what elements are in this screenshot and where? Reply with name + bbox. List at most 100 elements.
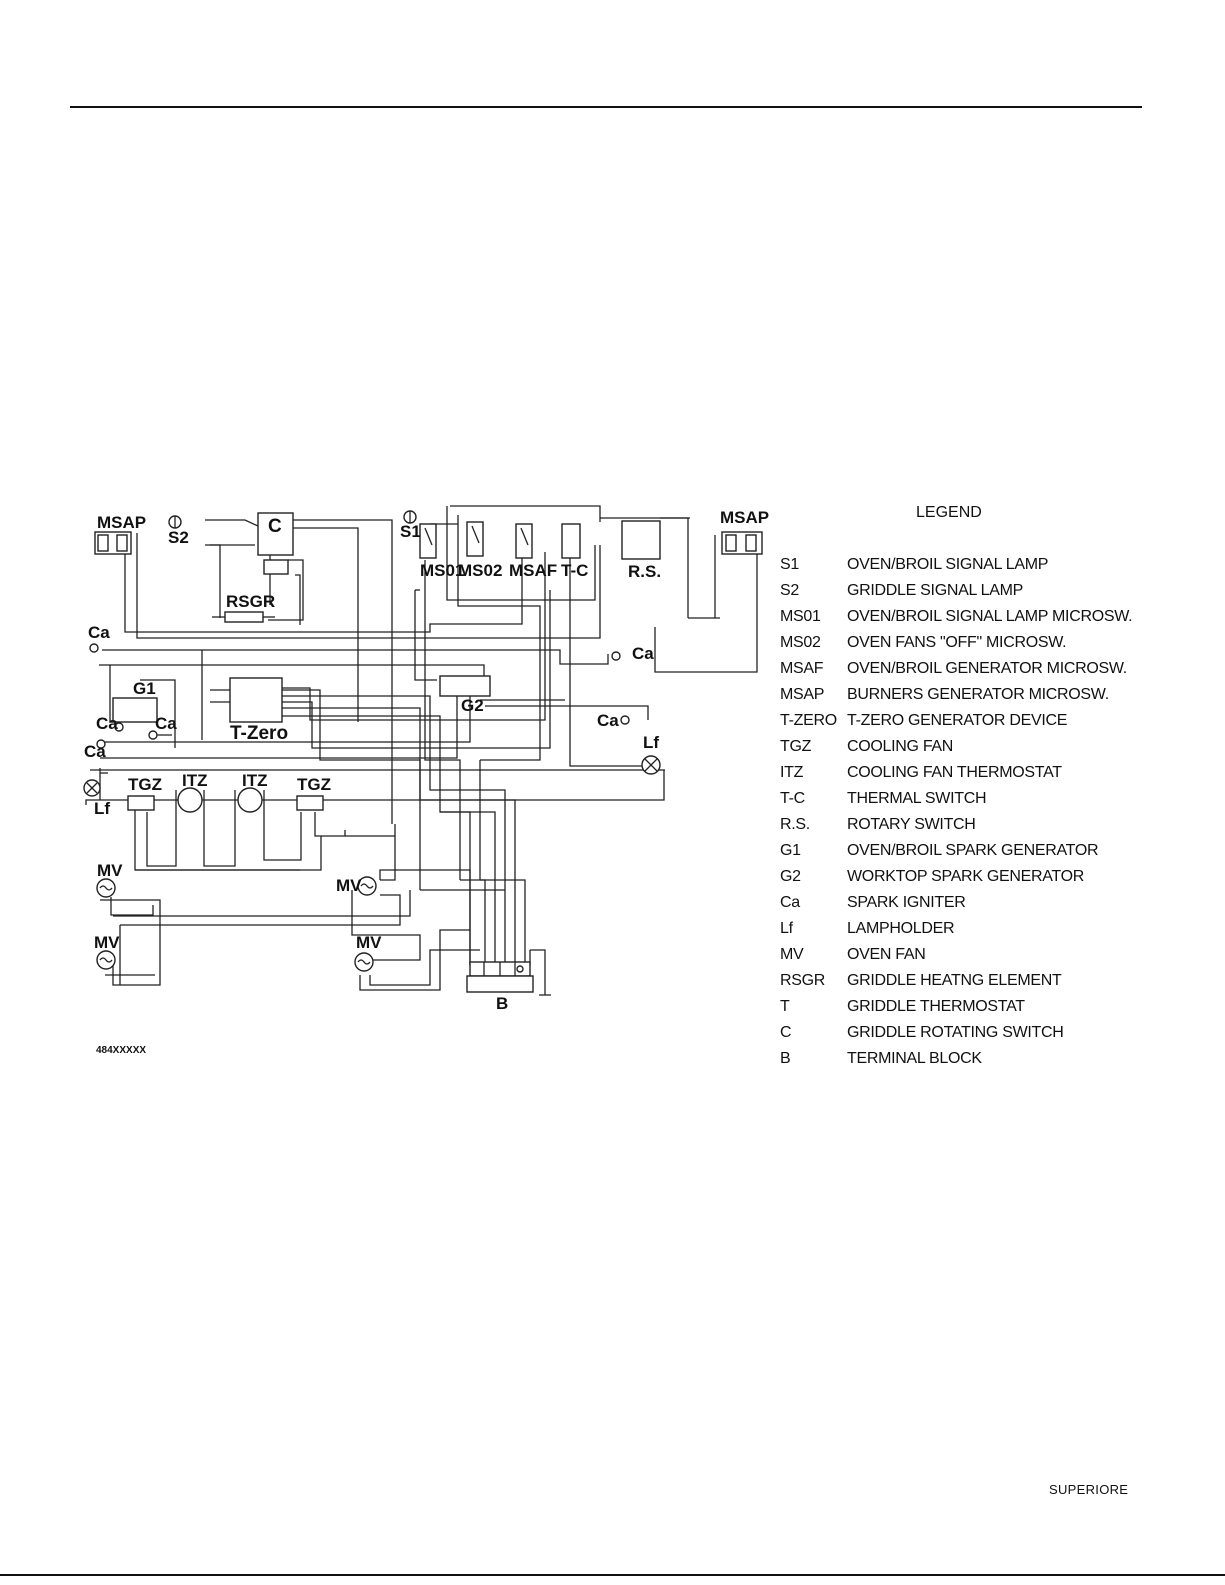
legend-item: G1 OVEN/BROIL SPARK GENERATOR — [780, 842, 1132, 868]
legend-item: MS02 OVEN FANS "OFF" MICROSW. — [780, 634, 1132, 660]
legend-desc: BURNERS GENERATOR MICROSW. — [847, 686, 1109, 703]
legend-title: LEGEND — [916, 504, 982, 521]
rs-rotary-switch — [621, 520, 661, 560]
msap-left-switch — [94, 531, 132, 555]
legend-code: MV — [780, 946, 804, 963]
b-terminal-block — [466, 961, 551, 996]
legend-desc: ROTARY SWITCH — [847, 816, 976, 833]
legend-item: S1 OVEN/BROIL SIGNAL LAMP — [780, 556, 1132, 582]
legend-code: TGZ — [780, 738, 812, 755]
legend-desc: COOLING FAN THERMOSTAT — [847, 764, 1062, 781]
legend-item: MSAP BURNERS GENERATOR MICROSW. — [780, 686, 1132, 712]
label-tgz-1: TGZ — [128, 775, 162, 794]
label-b: B — [496, 994, 508, 1013]
label-c: C — [268, 516, 282, 537]
label-ms01: MS01 — [420, 561, 464, 580]
part-code: 484XXXXX — [96, 1045, 147, 1056]
legend-code: MS02 — [780, 634, 821, 651]
label-ca-3: Ca — [96, 714, 118, 733]
mv-oven-fans — [96, 876, 377, 972]
label-mv-4: MV — [356, 933, 382, 952]
legend-code: B — [780, 1050, 791, 1067]
c-rotating-switch — [257, 512, 294, 575]
diagram-labels: MSAP S2 C RSGR S1 MS01 MS02 MSAF T-C R.S… — [84, 508, 769, 1013]
legend-item: C GRIDDLE ROTATING SWITCH — [780, 1024, 1132, 1050]
legend-desc: LAMPHOLDER — [847, 920, 955, 937]
legend-code: S1 — [780, 556, 799, 573]
legend-desc: T-ZERO GENERATOR DEVICE — [847, 712, 1068, 729]
tzero-generator — [229, 677, 283, 723]
g1-spark-generator — [112, 697, 158, 723]
top-rule — [70, 106, 1142, 108]
legend-desc: OVEN/BROIL GENERATOR MICROSW. — [847, 660, 1127, 677]
legend-code: RSGR — [780, 972, 826, 989]
label-mv-3: MV — [94, 933, 120, 952]
label-s1: S1 — [400, 522, 421, 541]
label-msaf: MSAF — [509, 561, 557, 580]
legend-desc: TERMINAL BLOCK — [847, 1050, 982, 1067]
msap-right-switch — [721, 531, 763, 555]
lampholders — [83, 755, 661, 797]
label-g2: G2 — [461, 696, 484, 715]
legend-item: Lf LAMPHOLDER — [780, 920, 1132, 946]
legend-desc: GRIDDLE HEATNG ELEMENT — [847, 972, 1062, 989]
label-rsgr: RSGR — [226, 592, 275, 611]
label-lf-right: Lf — [643, 733, 659, 752]
spark-igniters — [89, 643, 630, 749]
legend-desc: GRIDDLE THERMOSTAT — [847, 998, 1025, 1015]
msaf-microswitch — [515, 523, 533, 559]
tgz-cooling-fans — [127, 795, 324, 811]
legend-code: MSAP — [780, 686, 825, 703]
legend-item: RSGR GRIDDLE HEATNG ELEMENT — [780, 972, 1132, 998]
label-mv-2: MV — [336, 876, 362, 895]
ms02-microswitch — [466, 521, 484, 557]
label-ca-1: Ca — [88, 623, 110, 642]
legend-desc: WORKTOP SPARK GENERATOR — [847, 868, 1084, 885]
s2-signal-lamp — [168, 515, 182, 529]
legend-item: G2 WORKTOP SPARK GENERATOR — [780, 868, 1132, 894]
brand-footer: SUPERIORE — [1049, 1482, 1129, 1497]
legend-desc: OVEN/BROIL SIGNAL LAMP MICROSW. — [847, 608, 1133, 625]
legend-desc: OVEN FANS "OFF" MICROSW. — [847, 634, 1067, 651]
legend-code: T-C — [780, 790, 805, 807]
legend-code: Ca — [780, 894, 800, 911]
label-lf-left: Lf — [94, 799, 110, 818]
label-ms02: MS02 — [458, 561, 502, 580]
label-tgz-2: TGZ — [297, 775, 331, 794]
legend-desc: THERMAL SWITCH — [847, 790, 987, 807]
legend-desc: OVEN/BROIL SPARK GENERATOR — [847, 842, 1099, 859]
legend-code: G2 — [780, 868, 801, 885]
legend-desc: OVEN/BROIL SIGNAL LAMP — [847, 556, 1049, 573]
label-ca-5: Ca — [597, 711, 619, 730]
legend-code: G1 — [780, 842, 801, 859]
bottom-rule — [0, 1574, 1225, 1576]
legend-item: MSAF OVEN/BROIL GENERATOR MICROSW. — [780, 660, 1132, 686]
legend-desc: GRIDDLE ROTATING SWITCH — [847, 1024, 1064, 1041]
legend-desc: GRIDDLE SIGNAL LAMP — [847, 582, 1023, 599]
label-mv-1: MV — [97, 861, 123, 880]
legend-code: R.S. — [780, 816, 810, 833]
itz-thermostats — [177, 787, 263, 813]
rsgr-heating-element — [212, 611, 275, 623]
label-itz-2: ITZ — [242, 771, 268, 790]
label-msap-left: MSAP — [97, 513, 146, 532]
g2-spark-generator — [439, 675, 491, 697]
label-ca-4: Ca — [155, 714, 177, 733]
tc-thermal-switch — [561, 523, 581, 559]
label-tc: T-C — [561, 561, 588, 580]
legend-code: T-ZERO — [780, 712, 837, 729]
label-tzero: T-Zero — [230, 723, 288, 744]
legend-code: C — [780, 1024, 792, 1041]
label-ca-6: Ca — [84, 742, 106, 761]
s1-signal-lamp — [403, 510, 417, 524]
label-s2: S2 — [168, 528, 189, 547]
legend-code: Lf — [780, 920, 793, 937]
legend-code: MSAF — [780, 660, 824, 677]
